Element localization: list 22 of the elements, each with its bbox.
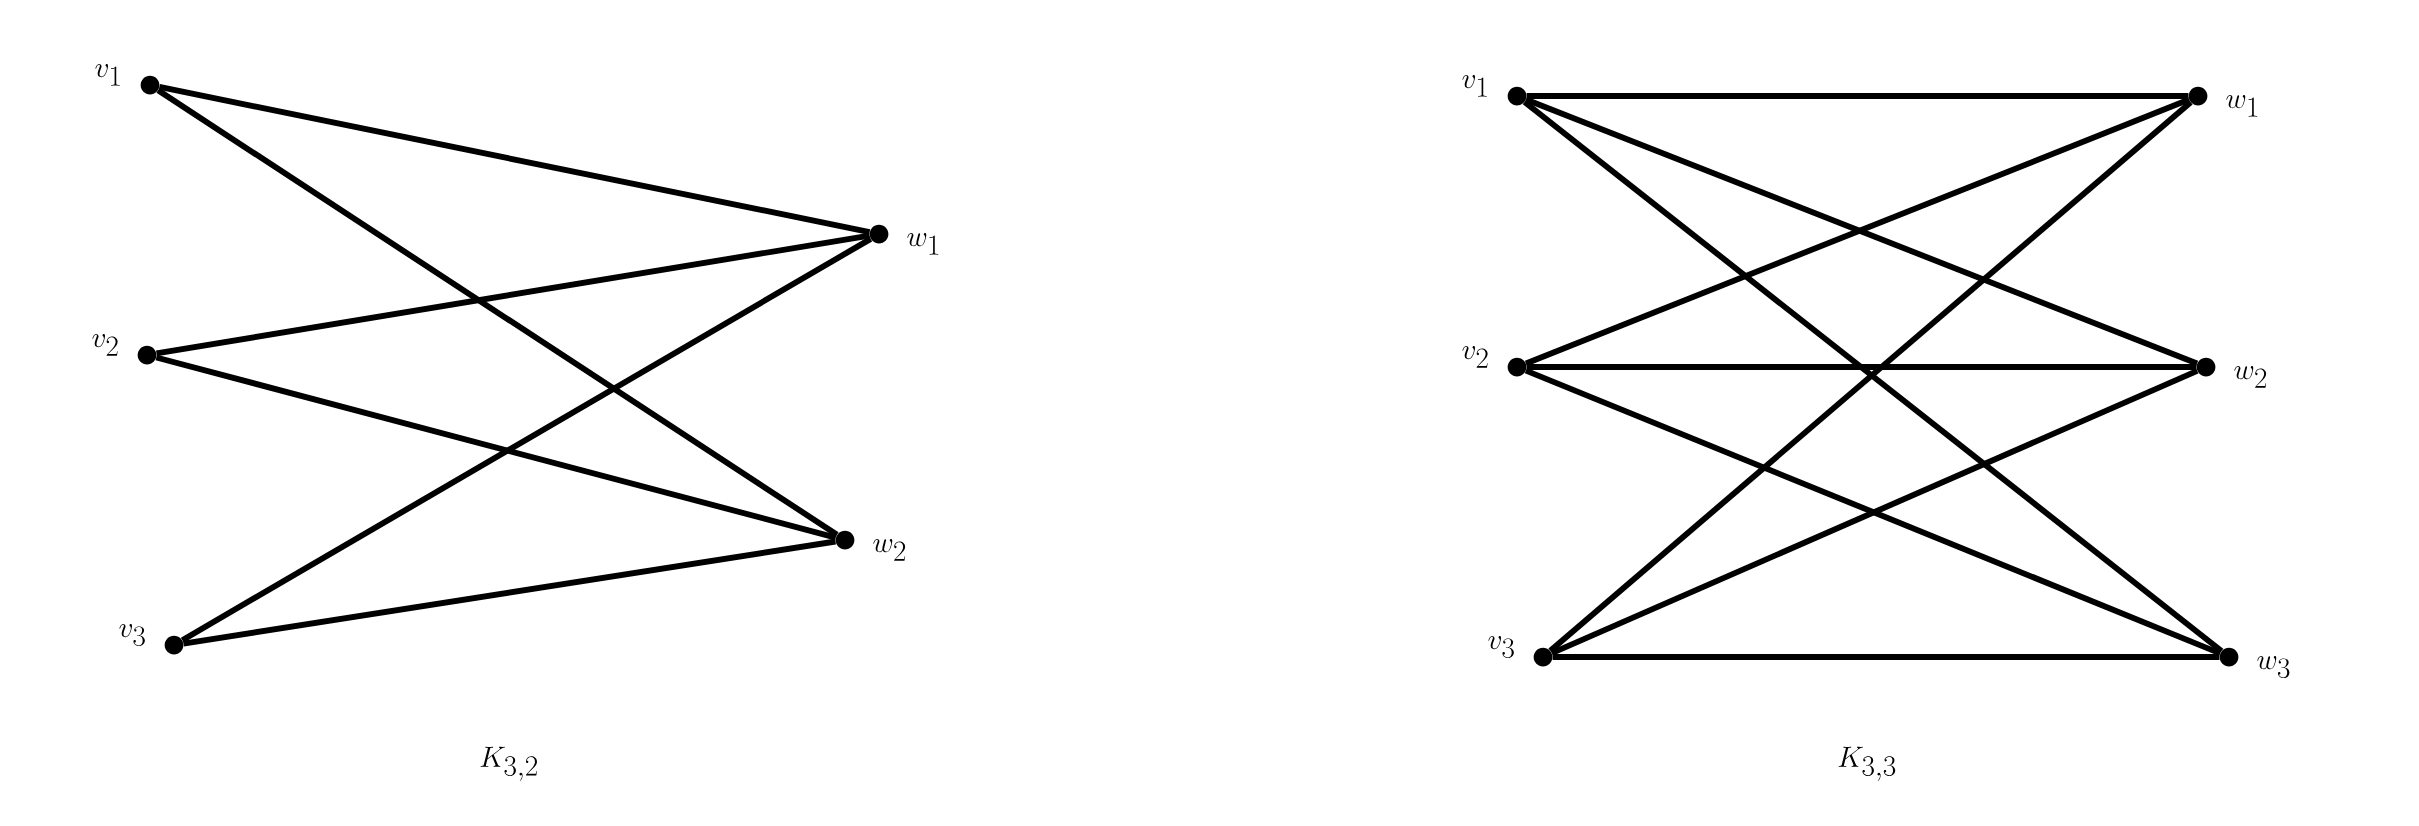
vertex-label: $w_{1}$ [2226,95,2258,117]
vertex-label: $v_{3}$ [119,624,145,647]
edge-line [1526,93,2189,99]
vertex-label: $w_{2}$ [2234,366,2267,388]
edge-line [156,87,839,538]
edge-line [156,232,871,357]
edge-line [183,538,836,647]
vertex-label: $v_{1}$ [1462,75,1487,97]
edge-line [155,354,837,541]
vertex-label: $w_{2}$ [873,539,906,561]
edge-line [158,84,871,235]
graph-name: $K_{3,3}$ [1838,746,1896,782]
edge-line [180,236,873,643]
graph-name: $K_{3,2}$ [480,746,537,782]
edge-line [1526,364,2197,370]
vertex-label: $w_{1}$ [907,233,939,255]
vertex-label: $w_{3}$ [2257,656,2290,679]
vertex-label: $v_{3}$ [1488,636,1514,659]
edge-line [1552,654,2220,660]
vertex-label: $v_{2}$ [92,334,118,356]
vertex-label: $v_{1}$ [95,64,120,86]
vertex-label: $v_{2}$ [1462,346,1488,368]
